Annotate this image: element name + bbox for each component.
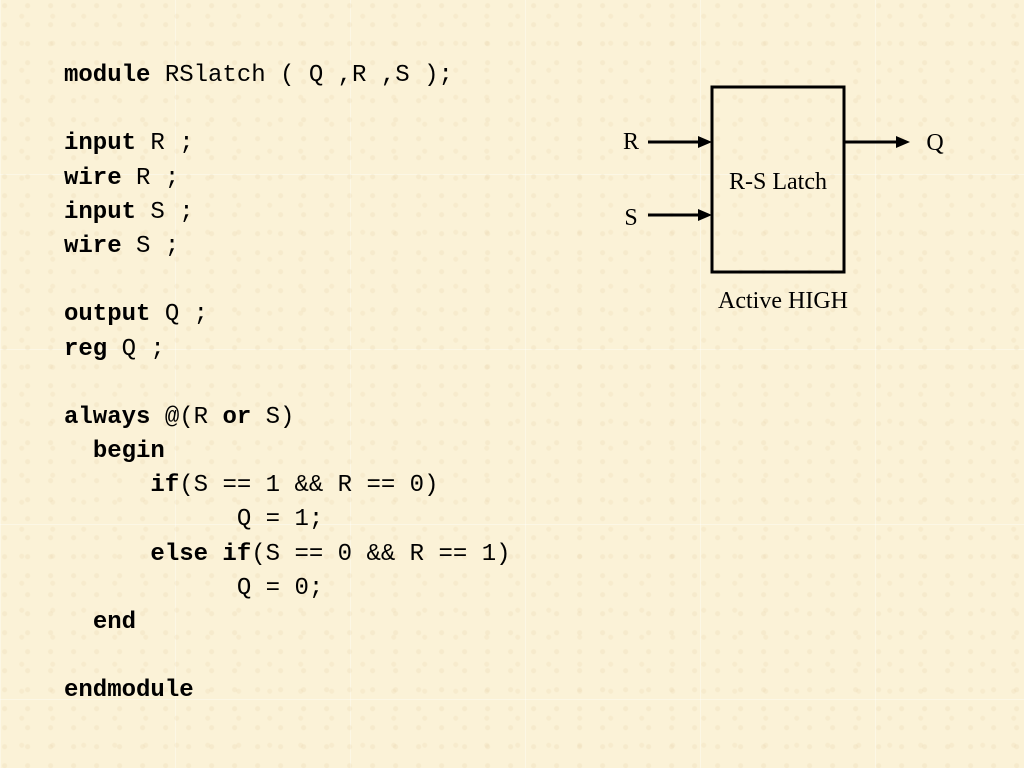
latch-caption: Active HIGH bbox=[718, 288, 848, 314]
code-text: R ; bbox=[136, 130, 194, 158]
code-line: endmodule bbox=[64, 674, 511, 708]
code-keyword: end bbox=[92, 609, 137, 636]
code-line: Q = 0; bbox=[64, 572, 511, 606]
input-r-arrowhead bbox=[698, 136, 712, 148]
code-line: output Q ; bbox=[64, 298, 511, 332]
code-text: S ; bbox=[136, 198, 194, 226]
code-keyword: module bbox=[64, 62, 151, 89]
code-line: else if(S == 0 && R == 1) bbox=[64, 538, 511, 572]
code-line: wire S ; bbox=[64, 230, 511, 264]
verilog-code-block: module RSlatch ( Q ,R ,S );input R ;wire… bbox=[64, 59, 511, 709]
code-text: RSlatch ( Q ,R ,S ); bbox=[150, 62, 453, 89]
code-text: Q ; bbox=[107, 335, 165, 363]
code-keyword: input bbox=[64, 130, 137, 158]
code-text: Q = 0; bbox=[64, 574, 324, 602]
code-keyword: or bbox=[222, 403, 252, 431]
code-text: Q ; bbox=[150, 301, 209, 329]
code-text: R ; bbox=[121, 164, 180, 192]
code-keyword: wire bbox=[64, 232, 122, 260]
latch-block-label: R-S Latch bbox=[729, 169, 827, 195]
input-s-label: S bbox=[624, 205, 637, 231]
input-r-label: R bbox=[623, 129, 639, 155]
code-keyword: wire bbox=[64, 164, 122, 192]
input-s-arrowhead bbox=[698, 209, 712, 221]
code-line: module RSlatch ( Q ,R ,S ); bbox=[64, 59, 511, 93]
code-text: S) bbox=[251, 403, 295, 431]
latch-block bbox=[710, 85, 846, 274]
code-line: input R ; bbox=[64, 127, 511, 161]
code-keyword: always bbox=[64, 403, 151, 431]
code-keyword: reg bbox=[64, 335, 108, 363]
code-line: reg Q ; bbox=[64, 333, 511, 367]
code-text: (S == 0 && R == 1) bbox=[251, 540, 511, 568]
output-q-label: Q bbox=[926, 130, 943, 156]
code-keyword: if bbox=[150, 472, 180, 500]
code-keyword: output bbox=[64, 301, 151, 329]
code-text: @(R bbox=[150, 403, 223, 431]
code-line: wire R ; bbox=[64, 162, 511, 196]
code-text: Q = 1; bbox=[64, 506, 324, 534]
code-line: begin bbox=[64, 435, 511, 469]
code-text: (S == 1 && R == 0) bbox=[179, 472, 439, 500]
code-line: if(S == 1 && R == 0) bbox=[64, 469, 511, 503]
code-line: always @(R or S) bbox=[64, 401, 511, 435]
code-keyword: else if bbox=[150, 540, 252, 568]
code-keyword: endmodule bbox=[64, 677, 194, 705]
code-keyword: begin bbox=[92, 438, 165, 466]
code-line: input S ; bbox=[64, 196, 511, 230]
code-text: S ; bbox=[121, 232, 180, 260]
code-keyword: input bbox=[64, 198, 137, 226]
output-q-arrowhead bbox=[896, 136, 910, 148]
code-line: end bbox=[64, 606, 511, 640]
code-line: Q = 1; bbox=[64, 503, 511, 537]
